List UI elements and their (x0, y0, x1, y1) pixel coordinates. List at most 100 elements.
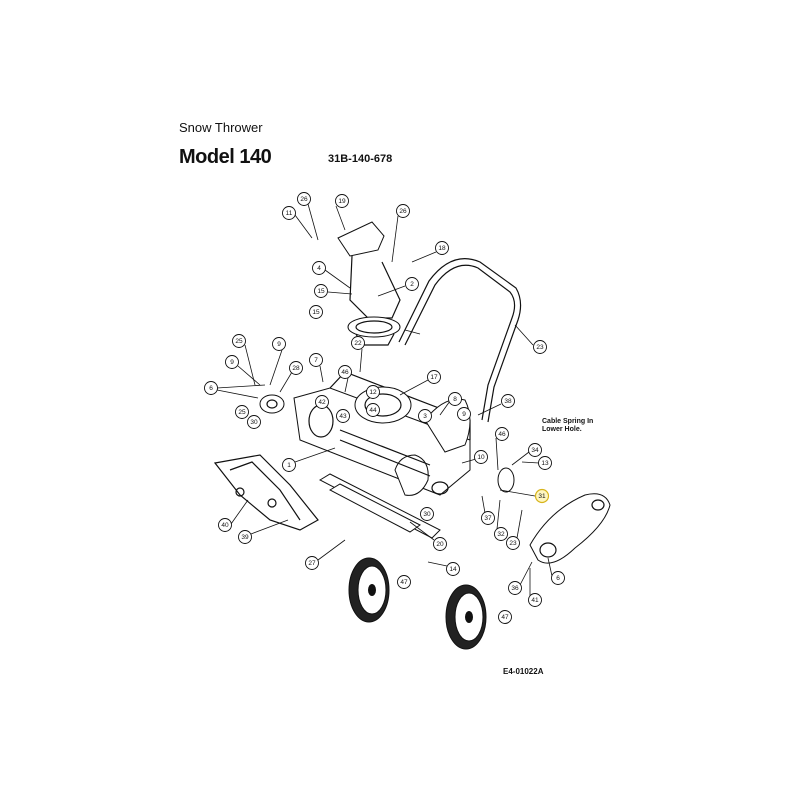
part-callout-label: 36 (511, 585, 519, 592)
wheel-left (348, 557, 390, 623)
model-title: Model 140 (179, 146, 272, 168)
part-callout-6: 6 (204, 381, 218, 395)
part-callout-2: 2 (405, 277, 419, 291)
part-callout-label: 14 (449, 566, 457, 573)
part-callout-1: 1 (282, 458, 296, 472)
part-callout-6: 6 (551, 571, 565, 585)
part-callout-label: 18 (438, 245, 446, 252)
part-callout-label: 19 (338, 198, 346, 205)
part-callout-label: 9 (462, 411, 466, 418)
part-callout-25: 25 (232, 334, 246, 348)
part-callout-25: 25 (235, 405, 249, 419)
part-callout-7: 7 (309, 353, 323, 367)
part-callout-10: 10 (474, 450, 488, 464)
part-callout-label: 25 (238, 409, 246, 416)
part-callout-label: 4 (317, 265, 321, 272)
part-callout-label: 27 (308, 560, 316, 567)
part-callout-label: 12 (369, 389, 377, 396)
model-number: 31B-140-678 (328, 153, 393, 165)
part-callout-15: 15 (314, 284, 328, 298)
part-callout-47: 47 (397, 575, 411, 589)
part-callout-label: 31 (538, 493, 546, 500)
part-callout-18: 18 (435, 241, 449, 255)
part-callout-42: 42 (315, 395, 329, 409)
part-callout-label: 6 (556, 575, 560, 582)
part-callout-3: 3 (418, 409, 432, 423)
part-callout-label: 30 (423, 511, 431, 518)
part-callout-label: 20 (436, 541, 444, 548)
part-callout-label: 39 (241, 534, 249, 541)
part-callout-label: 41 (531, 597, 539, 604)
part-callout-43: 43 (336, 409, 350, 423)
part-callout-36: 36 (508, 581, 522, 595)
part-callout-label: 38 (504, 398, 512, 405)
part-callout-22: 22 (351, 336, 365, 350)
part-callout-label: 46 (498, 431, 506, 438)
part-callout-44: 44 (366, 403, 380, 417)
part-callout-label: 15 (312, 309, 320, 316)
part-callout-11: 11 (282, 206, 296, 220)
side-frame (213, 454, 319, 531)
part-callout-label: 17 (430, 374, 438, 381)
part-callout-9: 9 (457, 407, 471, 421)
part-callout-label: 26 (300, 196, 308, 203)
part-callout-32: 32 (494, 527, 508, 541)
auger-housing (293, 371, 471, 496)
part-callout-label: 2 (410, 281, 414, 288)
part-callout-20: 20 (433, 537, 447, 551)
part-callout-label: 1 (287, 462, 291, 469)
part-callout-39: 39 (238, 530, 252, 544)
part-callout-27: 27 (305, 556, 319, 570)
part-callout-label: 23 (536, 344, 544, 351)
part-callout-label: 40 (221, 522, 229, 529)
part-callout-15: 15 (309, 305, 323, 319)
product-title: Snow Thrower (179, 120, 263, 135)
part-callout-label: 26 (399, 208, 407, 215)
part-callout-label: 42 (318, 399, 326, 406)
part-callout-label: 34 (531, 447, 539, 454)
part-callout-28: 28 (289, 361, 303, 375)
part-callout-46: 46 (338, 365, 352, 379)
pulley-assembly (259, 394, 515, 495)
part-callout-8: 8 (448, 392, 462, 406)
part-callout-label: 44 (369, 407, 377, 414)
part-callout-label: 6 (209, 385, 213, 392)
part-callout-17: 17 (427, 370, 441, 384)
belt-cover (529, 493, 611, 564)
part-callout-37: 37 (481, 511, 495, 525)
part-callout-label: 3 (423, 413, 427, 420)
part-callout-label: 13 (541, 460, 549, 467)
part-callout-label: 11 (286, 210, 293, 217)
part-callout-label: 47 (400, 579, 408, 586)
part-callout-30: 30 (420, 507, 434, 521)
cable-spring-note: Cable Spring In Lower Hole. (542, 418, 594, 433)
leader-lines (216, 203, 553, 596)
discharge-chute (337, 221, 401, 346)
wheel-right (445, 584, 487, 650)
part-callout-label: 47 (501, 614, 509, 621)
part-callout-label: 7 (314, 357, 318, 364)
part-callout-label: 8 (453, 396, 457, 403)
part-callout-14: 14 (446, 562, 460, 576)
part-callout-label: 15 (317, 288, 325, 295)
part-callout-label: 30 (250, 419, 258, 426)
part-callout-19: 19 (335, 194, 349, 208)
part-callout-12: 12 (366, 385, 380, 399)
part-callout-23: 23 (506, 536, 520, 550)
part-callout-9: 9 (225, 355, 239, 369)
part-callout-47: 47 (498, 610, 512, 624)
part-callout-label: 25 (235, 338, 243, 345)
part-callout-label: 28 (292, 365, 300, 372)
part-callout-label: 22 (354, 340, 362, 347)
part-callout-label: 10 (477, 454, 485, 461)
part-callout-30: 30 (247, 415, 261, 429)
figure-id: E4-01022A (503, 667, 544, 676)
part-callout-label: 43 (339, 413, 347, 420)
part-callout-46: 46 (495, 427, 509, 441)
part-callout-34: 34 (528, 443, 542, 457)
part-callout-38: 38 (501, 394, 515, 408)
part-callout-label: 37 (484, 515, 492, 522)
part-callout-40: 40 (218, 518, 232, 532)
